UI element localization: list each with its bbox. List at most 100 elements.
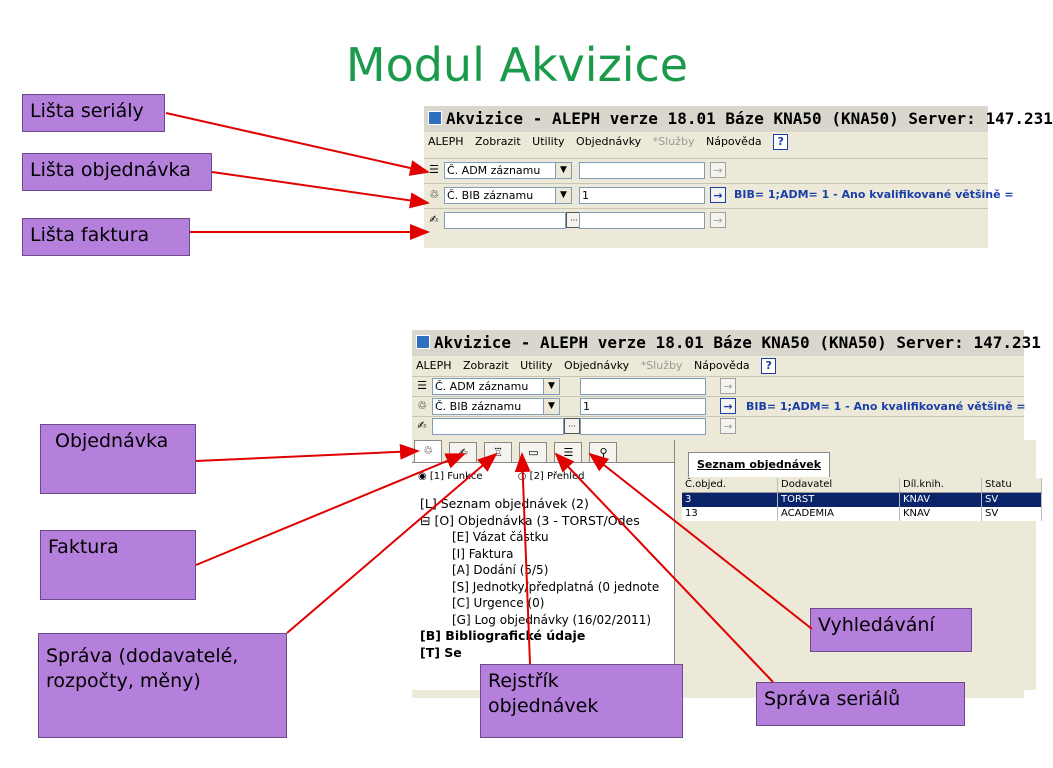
column-header[interactable]: Díl.knih. (900, 478, 982, 492)
menu-napoveda[interactable]: Nápověda (705, 135, 762, 148)
bib-info: BIB= 1;ADM= 1 - Ano kvalifikované většin… (734, 188, 1014, 201)
adm-record-combo[interactable]: Č. ADM záznamu ▼ (444, 162, 572, 179)
order-index-tab-icon[interactable]: ▭ (519, 442, 548, 462)
bib-record-combo[interactable]: Č. BIB záznamu ▼ (432, 398, 560, 415)
tree-item[interactable]: [I] Faktura (452, 546, 514, 561)
order-table: Č.objed. Dodavatel Díl.knih. Statu 3 TOR… (682, 478, 1042, 521)
callout-search: Vyhledávání (810, 608, 972, 652)
tree-t-item[interactable]: [T] Se (420, 644, 462, 660)
table-row[interactable]: 13 ACADEMIA KNAV SV (682, 507, 1042, 521)
table-cell: TORST (778, 493, 900, 507)
tree-item[interactable]: [A] Dodání (5/5) (452, 563, 549, 577)
invoice-toolbar: ✍ ··· → (412, 416, 1024, 436)
callout-invoice-bar: Lišta faktura (22, 218, 190, 256)
radio-overview-label: [2] Přehled (529, 471, 585, 482)
table-cell: 13 (682, 507, 778, 521)
ellipsis-button[interactable]: ··· (564, 418, 580, 434)
tree-order-label: [O] Objednávka (3 - TORST/Odes (434, 512, 640, 528)
adm-combo-label: Č. ADM záznamu (435, 380, 529, 393)
arrow-line (211, 171, 430, 209)
help-icon[interactable]: ? (773, 134, 789, 150)
arrow-right-icon[interactable]: → (710, 187, 726, 203)
chevron-down-icon[interactable]: ▼ (555, 163, 571, 178)
arrow-line (195, 443, 420, 462)
column-header[interactable]: Dodavatel (778, 478, 900, 492)
invoice-toolbar: ✍ ··· → (424, 208, 988, 233)
callout-order: Objednávka (40, 424, 196, 494)
menu-aleph[interactable]: ALEPH (428, 135, 464, 148)
callout-order-index: Rejstřík objednávek (480, 664, 683, 738)
menu-zobrazit[interactable]: Zobrazit (463, 359, 509, 372)
menu-napoveda[interactable]: Nápověda (693, 359, 750, 372)
menu-bar: ALEPH Zobrazit Utility Objednávky *Služb… (424, 132, 988, 152)
arrow-right-icon[interactable]: → (720, 378, 736, 394)
invoice-tab-icon[interactable]: ✍ (449, 442, 478, 462)
menu-sluzby[interactable]: *Služby (640, 359, 683, 372)
order-tab-icon[interactable]: ♲ (414, 440, 442, 462)
table-header: Č.objed. Dodavatel Díl.knih. Statu (682, 478, 1042, 493)
arrow-right-icon[interactable]: → (710, 162, 726, 178)
adm-record-combo[interactable]: Č. ADM záznamu ▼ (432, 378, 560, 395)
chevron-down-icon[interactable]: ▼ (543, 399, 559, 414)
menu-objednavky[interactable]: Objednávky (576, 135, 642, 148)
table-cell: SV (982, 507, 1042, 521)
chevron-down-icon[interactable]: ▼ (555, 188, 571, 203)
invoice-bar-icon: ✍ (417, 419, 427, 432)
tree-item[interactable]: [G] Log objednávky (16/02/2011) (452, 612, 652, 627)
help-icon[interactable]: ? (761, 358, 777, 374)
adm-record-input[interactable] (580, 378, 706, 395)
app-icon (428, 111, 442, 125)
tree-bib[interactable]: [B] Bibliografické údaje (420, 628, 586, 643)
window-title: Akvizice - ALEPH verze 18.01 Báze KNA50 … (446, 109, 1053, 128)
callout-serials-bar: Lišta seriály (22, 94, 165, 132)
tree-item[interactable]: [E] Vázat částku (452, 530, 549, 544)
tab-order-list[interactable]: Seznam objednávek (688, 452, 831, 477)
radio-overview[interactable]: ○ [2] Přehled (517, 471, 585, 482)
invoice-input-2[interactable] (580, 418, 706, 435)
table-cell: KNAV (900, 493, 982, 507)
bib-combo-label: Č. BIB záznamu (447, 189, 534, 202)
menu-aleph[interactable]: ALEPH (416, 359, 452, 372)
menu-sluzby[interactable]: *Služby (652, 135, 695, 148)
menu-objednavky[interactable]: Objednávky (564, 359, 630, 372)
bib-record-combo[interactable]: Č. BIB záznamu ▼ (444, 187, 572, 204)
serials-toolbar: ☰ Č. ADM záznamu ▼ → (424, 158, 988, 183)
arrow-right-icon[interactable]: → (710, 212, 726, 228)
table-row[interactable]: 3 TORST KNAV SV (682, 493, 1042, 507)
invoice-input[interactable] (432, 418, 564, 435)
callout-serials-admin: Správa seriálů (756, 682, 965, 726)
bib-record-input[interactable]: 1 (580, 398, 706, 415)
bib-combo-label: Č. BIB záznamu (435, 400, 522, 413)
app-title-bar: Akvizice - ALEPH verze 18.01 Báze KNA50 … (424, 106, 1053, 132)
callout-invoice: Faktura (40, 530, 196, 600)
adm-record-input[interactable] (579, 162, 705, 179)
arrow-right-icon[interactable]: → (720, 418, 736, 434)
tree-item[interactable]: [S] Jednotky/předplatná (0 jednote (452, 579, 660, 594)
callout-admin: Správa (dodavatelé, rozpočty, měny) (38, 633, 287, 738)
navigation-pane: ♲ ✍ ♖ ▭ ☰ ⚲ ◉ [1] Funkce ○ [2] Přehled [… (412, 440, 675, 690)
menu-utility[interactable]: Utility (520, 359, 553, 372)
serials-admin-tab-icon[interactable]: ☰ (554, 442, 583, 462)
window-title: Akvizice - ALEPH verze 18.01 Báze KNA50 … (434, 333, 1041, 352)
tree-order-list[interactable]: [L] Seznam objednávek (2) (420, 496, 589, 511)
search-tab-icon[interactable]: ⚲ (589, 442, 618, 462)
menu-utility[interactable]: Utility (532, 135, 565, 148)
column-header[interactable]: Statu (982, 478, 1042, 492)
admin-tab-icon[interactable]: ♖ (484, 442, 513, 462)
invoice-input-2[interactable] (579, 212, 705, 229)
bib-record-input[interactable]: 1 (579, 187, 705, 204)
app-title-bar: Akvizice - ALEPH verze 18.01 Báze KNA50 … (412, 330, 1041, 356)
tree-item[interactable]: [C] Urgence (0) (452, 596, 545, 610)
arrow-right-icon[interactable]: → (720, 398, 736, 414)
serials-bar-icon: ☰ (429, 163, 439, 176)
tree-order[interactable]: ⊟ [O] Objednávka (3 - TORST/Odes (420, 512, 640, 528)
column-header[interactable]: Č.objed. (682, 478, 778, 492)
invoice-input[interactable] (444, 212, 566, 229)
list-pane: Seznam objednávek Č.objed. Dodavatel Díl… (676, 440, 1042, 690)
callout-order-bar: Lišta objednávka (22, 153, 212, 191)
toolbar-screenshot: Akvizice - ALEPH verze 18.01 Báze KNA50 … (424, 106, 1053, 248)
adm-combo-label: Č. ADM záznamu (447, 164, 541, 177)
chevron-down-icon[interactable]: ▼ (543, 379, 559, 394)
menu-zobrazit[interactable]: Zobrazit (475, 135, 521, 148)
radio-functions[interactable]: ◉ [1] Funkce (418, 471, 483, 482)
